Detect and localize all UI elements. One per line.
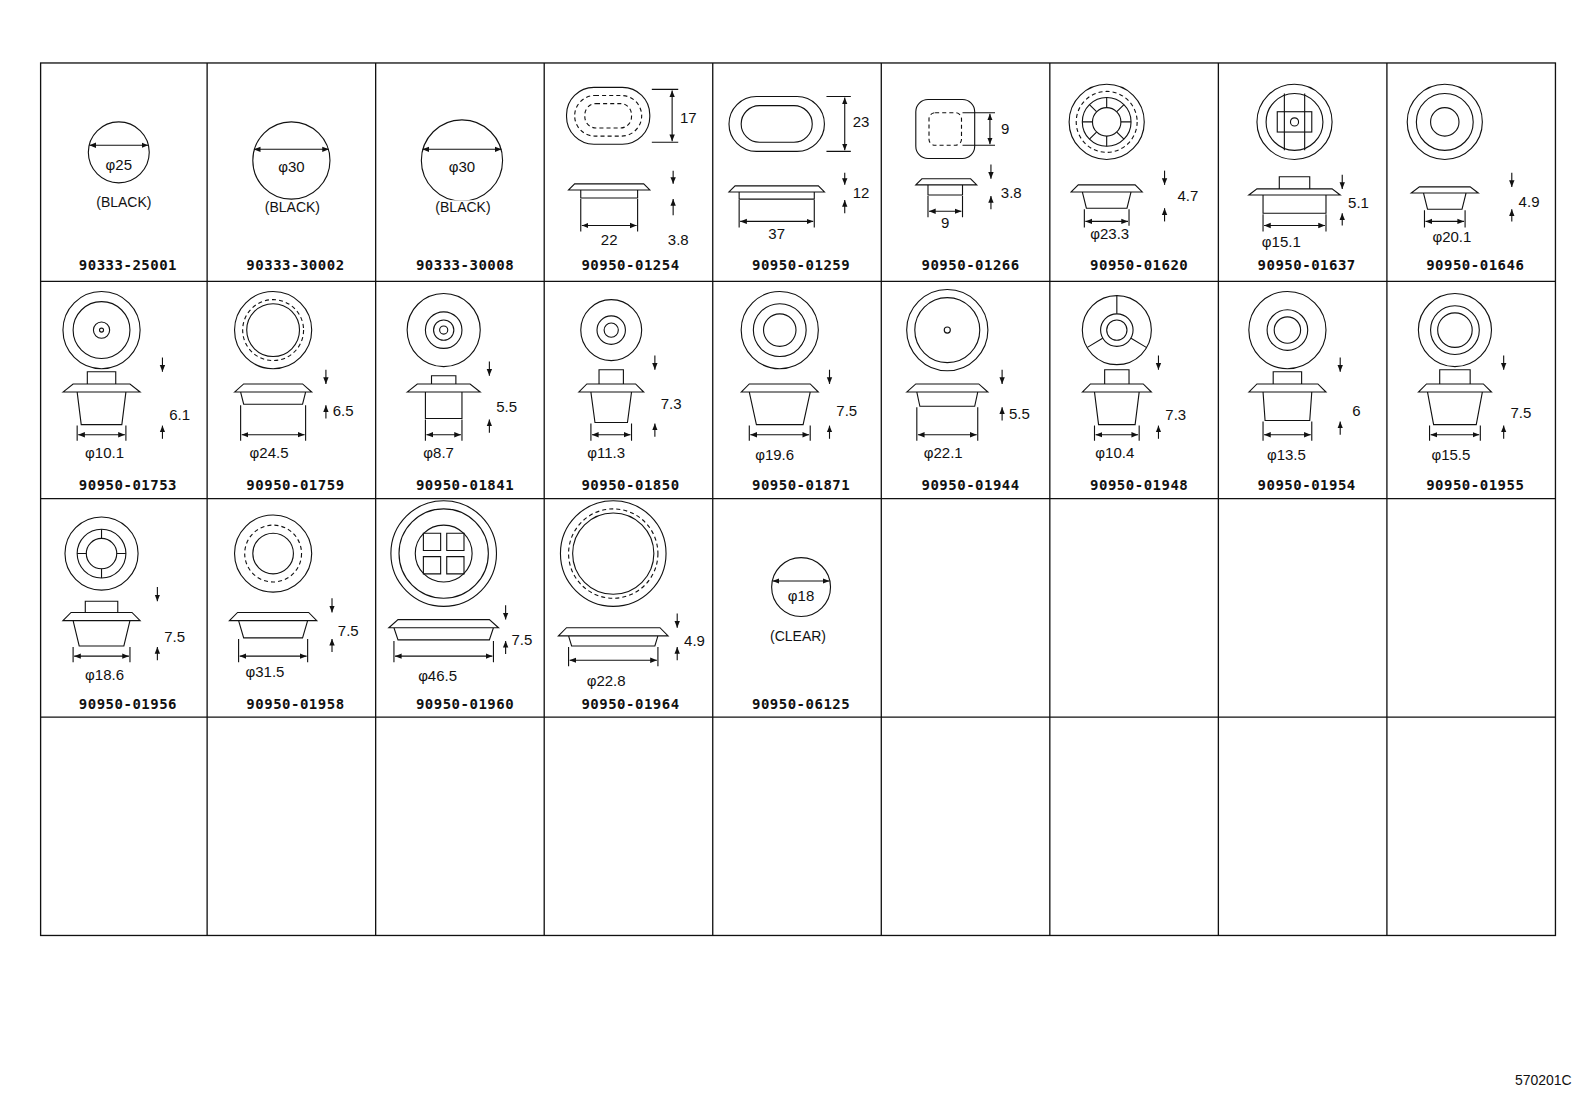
part-number: 90950-01646 bbox=[1424, 258, 1526, 273]
dimension-label: 22 bbox=[599, 231, 620, 248]
dimension-label: 3.8 bbox=[999, 185, 1024, 202]
dimension-label: φ20.1 bbox=[1430, 228, 1473, 245]
dimension-label: 37 bbox=[766, 225, 787, 242]
part-number: 90950-06125 bbox=[750, 697, 852, 712]
dimension-label: 6 bbox=[1350, 403, 1362, 420]
dimension-label: φ24.5 bbox=[248, 445, 291, 462]
dimension-label: 23 bbox=[851, 114, 872, 131]
color-note: (BLACK) bbox=[433, 201, 492, 216]
dimension-label: 7.5 bbox=[1508, 405, 1533, 422]
dimension-label: 6.5 bbox=[331, 403, 356, 420]
dimension-label: 7.3 bbox=[1163, 407, 1188, 424]
dimension-label: 9 bbox=[939, 215, 951, 232]
dimension-label: 3.8 bbox=[666, 231, 691, 248]
part-number: 90333-25001 bbox=[77, 258, 179, 273]
dimension-label: 7.5 bbox=[162, 629, 187, 646]
dimension-label: φ30 bbox=[276, 158, 306, 175]
part-number: 90950-01944 bbox=[920, 478, 1022, 493]
dimension-label: 7.3 bbox=[659, 396, 684, 413]
part-number: 90950-01759 bbox=[244, 478, 346, 493]
part-number: 90950-01637 bbox=[1256, 258, 1358, 273]
dimension-label: 7.5 bbox=[509, 632, 534, 649]
dimension-label: φ10.1 bbox=[83, 445, 126, 462]
dimension-label: φ22.1 bbox=[922, 445, 965, 462]
dimension-label: 6.1 bbox=[167, 407, 192, 424]
part-number: 90950-01753 bbox=[77, 478, 179, 493]
part-number: 90950-01850 bbox=[579, 478, 681, 493]
part-number: 90950-01254 bbox=[579, 258, 681, 273]
dimension-label: φ25 bbox=[104, 156, 134, 173]
part-number: 90950-01620 bbox=[1088, 258, 1190, 273]
dimension-label: φ13.5 bbox=[1265, 447, 1308, 464]
figure-code: 570201C bbox=[1513, 1073, 1574, 1088]
dimension-label: φ23.3 bbox=[1088, 225, 1131, 242]
dimension-label: 17 bbox=[678, 110, 699, 127]
part-number: 90950-01841 bbox=[414, 478, 516, 493]
dimension-label: φ15.1 bbox=[1260, 233, 1303, 250]
dimension-label: φ30 bbox=[447, 158, 477, 175]
part-number: 90950-01956 bbox=[77, 697, 179, 712]
part-number: 90950-01955 bbox=[1424, 478, 1526, 493]
dimension-label: 5.5 bbox=[494, 399, 519, 416]
dimension-label: 4.7 bbox=[1175, 188, 1200, 205]
part-number: 90950-01964 bbox=[579, 697, 681, 712]
part-number: 90950-01266 bbox=[920, 258, 1022, 273]
dimension-label: φ18.6 bbox=[83, 667, 126, 684]
dimension-label: φ22.8 bbox=[585, 672, 628, 689]
dimension-label: 4.9 bbox=[1517, 194, 1542, 211]
dimension-label: φ19.6 bbox=[753, 447, 796, 464]
part-number: 90950-01871 bbox=[750, 478, 852, 493]
dimension-label: φ10.4 bbox=[1093, 445, 1136, 462]
color-note: (CLEAR) bbox=[768, 629, 828, 644]
part-number: 90950-01954 bbox=[1256, 478, 1358, 493]
dimension-label: φ11.3 bbox=[585, 445, 627, 462]
dimension-label: 4.9 bbox=[682, 633, 707, 650]
color-note: (BLACK) bbox=[263, 201, 322, 216]
part-number: 90950-01259 bbox=[750, 258, 852, 273]
dimension-label: φ15.5 bbox=[1429, 447, 1472, 464]
dimension-label: 9 bbox=[999, 121, 1011, 138]
dimension-label: 5.5 bbox=[1007, 406, 1032, 423]
part-number: 90333-30008 bbox=[414, 258, 516, 273]
dimension-label: 5.1 bbox=[1346, 195, 1371, 212]
dimension-label: φ31.5 bbox=[244, 664, 287, 681]
part-number: 90950-01958 bbox=[244, 697, 346, 712]
dimension-label: 12 bbox=[851, 185, 872, 202]
dimension-label: φ18 bbox=[786, 588, 816, 605]
dimension-label: 7.5 bbox=[834, 403, 859, 420]
dimension-label: φ46.5 bbox=[416, 668, 459, 685]
part-number: 90333-30002 bbox=[244, 258, 346, 273]
part-number: 90950-01960 bbox=[414, 697, 516, 712]
dimension-label: φ8.7 bbox=[421, 445, 456, 462]
part-number: 90950-01948 bbox=[1088, 478, 1190, 493]
dimension-label: 7.5 bbox=[336, 623, 361, 640]
color-note: (BLACK) bbox=[94, 195, 153, 210]
